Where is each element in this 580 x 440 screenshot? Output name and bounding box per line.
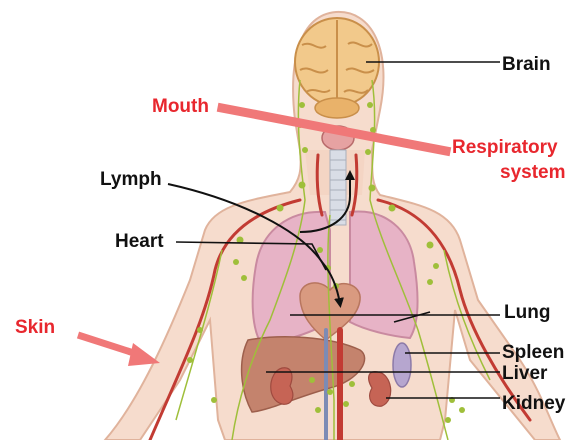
skin-label: Skin [15, 318, 55, 337]
spleen-label: Spleen [502, 343, 564, 362]
mouth-label: Mouth [152, 97, 209, 116]
liver-label: Liver [502, 364, 547, 383]
kidney-label: Kidney [502, 394, 565, 413]
lymph-label: Lymph [100, 170, 162, 189]
skin-highlight-arrow [78, 335, 140, 355]
skin-highlight-arrowhead [128, 343, 160, 366]
brain-label: Brain [502, 55, 551, 74]
spleen-organ [393, 343, 411, 387]
respiratory-label-line1: Respiratory [452, 138, 558, 157]
heart-label: Heart [115, 232, 164, 251]
respiratory-label-line2: system [500, 163, 566, 182]
lung-label: Lung [504, 303, 550, 322]
